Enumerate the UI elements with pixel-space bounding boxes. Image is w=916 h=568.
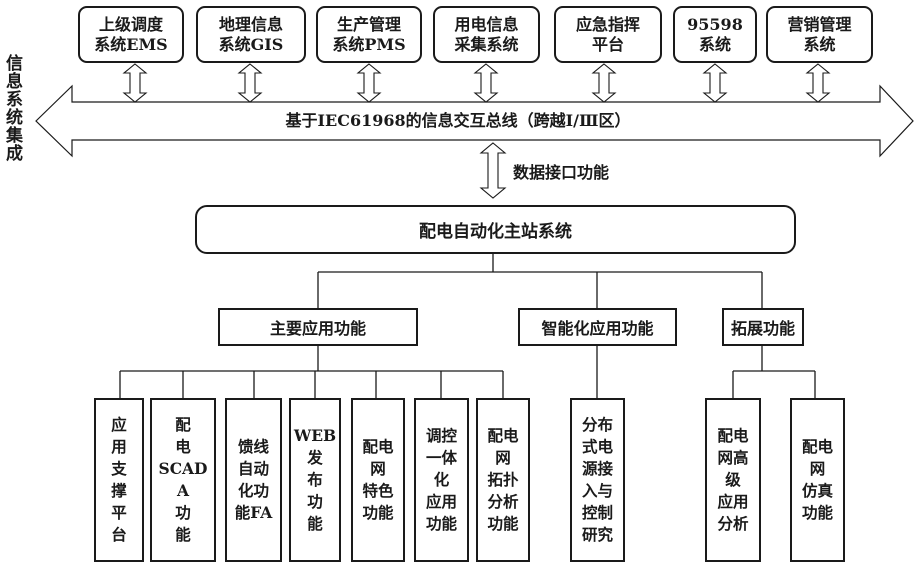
function-box: 配电 网高 级 应用 分析 (705, 398, 761, 562)
tree-lines (119, 254, 816, 398)
function-box: WEB 发 布 功 能 (289, 398, 341, 562)
function-box: 应 用 支 撑 平 台 (94, 398, 144, 562)
system-label: 用电信息 采集系统 (454, 14, 519, 54)
bus-label: 基于IEC61968的信息交互总线（跨越Ⅰ/Ⅲ区） (285, 111, 631, 130)
function-box: 配电 网 拓扑 分析 功能 (476, 398, 530, 562)
system-label: 生产管理 系统PMS (332, 14, 406, 54)
system-bus-arrow (591, 63, 617, 103)
function-label: 调控 一体 化 应用 功能 (425, 426, 457, 533)
system-box-ems: 上级调度 系统EMS (78, 6, 184, 63)
system-bus-links (122, 63, 831, 103)
function-label: WEB 发 布 功 能 (293, 426, 337, 533)
function-box: 配电 网 特色 功能 (351, 398, 405, 562)
system-box-collect: 用电信息 采集系统 (433, 6, 540, 63)
function-label: 应 用 支 撑 平 台 (111, 415, 127, 544)
system-box-95598: 95598 系统 (673, 6, 757, 63)
system-bus-arrow (702, 63, 728, 103)
system-bus-arrow (237, 63, 263, 103)
function-box: 配电 网 仿真 功能 (790, 398, 845, 562)
system-bus-arrow (356, 63, 382, 103)
function-box: 调控 一体 化 应用 功能 (414, 398, 469, 562)
system-box-marketing: 营销管理 系统 (766, 6, 873, 63)
category-main-app: 主要应用功能 (218, 308, 418, 346)
function-label: 配 电 SCADA 功 能 (158, 415, 208, 544)
bus-arrow (35, 84, 914, 158)
category-smart-app: 智能化应用功能 (518, 308, 677, 346)
function-box: 分布 式电 源接 入与 控制 研究 (570, 398, 625, 562)
system-label: 应急指挥 平台 (575, 14, 640, 54)
function-box: 馈线 自动 化功 能FA (225, 398, 282, 562)
side-title: 信息系统集成 (2, 54, 22, 162)
system-label: 地理信息 系统GIS (218, 14, 284, 54)
system-label: 营销管理 系统 (787, 14, 852, 54)
function-label: 配电 网 特色 功能 (362, 437, 394, 522)
system-box-emergency: 应急指挥 平台 (554, 6, 662, 63)
function-label: 配电 网 仿真 功能 (801, 437, 833, 522)
function-label: 配电 网 拓扑 分析 功能 (487, 426, 519, 533)
system-box-pms: 生产管理 系统PMS (316, 6, 422, 63)
system-label: 95598 系统 (687, 14, 743, 54)
system-bus-arrow (805, 63, 831, 103)
system-box-gis: 地理信息 系统GIS (196, 6, 306, 63)
function-label: 配电 网高 级 应用 分析 (717, 426, 749, 533)
system-bus-arrow (473, 63, 499, 103)
interface-label: 数据接口功能 (513, 163, 610, 182)
interface-arrow (479, 142, 507, 199)
function-box: 配 电 SCADA 功 能 (150, 398, 216, 562)
main-system-box: 配电自动化主站系统 (195, 205, 796, 254)
function-label: 馈线 自动 化功 能FA (234, 437, 273, 522)
system-label: 上级调度 系统EMS (94, 14, 168, 54)
system-bus-arrow (122, 63, 148, 103)
category-extension: 拓展功能 (722, 308, 804, 346)
function-label: 分布 式电 源接 入与 控制 研究 (581, 415, 613, 544)
